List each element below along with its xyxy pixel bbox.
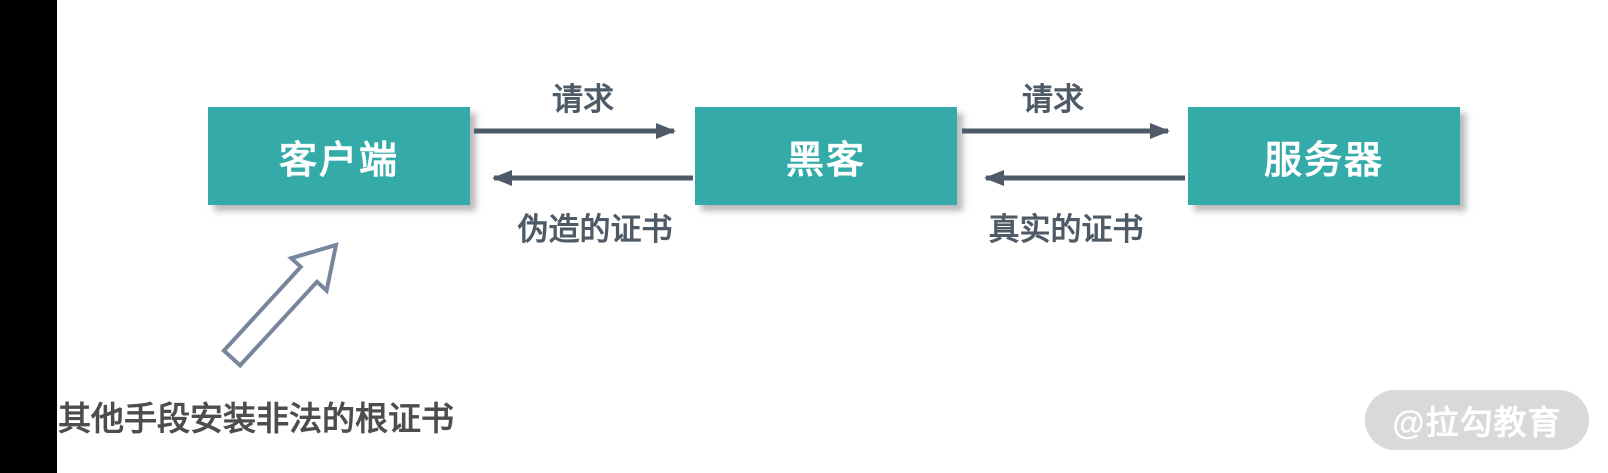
edge-label-real-certificate: 真实的证书 (988, 212, 1144, 247)
hollow-up-right-arrow-icon (221, 242, 339, 369)
node-client-label: 客户端 (278, 139, 399, 182)
watermark-badge: @拉勾教育 (1365, 390, 1589, 450)
node-hacker: 黑客 (695, 107, 957, 205)
edge-label-request-2: 请求 (1022, 82, 1084, 117)
node-server: 服务器 (1188, 107, 1460, 205)
edge-label-fake-certificate: 伪造的证书 (517, 212, 673, 247)
watermark-text: @拉勾教育 (1392, 404, 1562, 441)
node-hacker-label: 黑客 (785, 139, 866, 182)
node-server-label: 服务器 (1263, 139, 1384, 182)
edge-label-request-1: 请求 (552, 82, 614, 117)
left-black-bar (0, 0, 57, 473)
node-client: 客户端 (208, 107, 470, 205)
annotation-text: 其他手段安装非法的根证书 (58, 400, 454, 437)
